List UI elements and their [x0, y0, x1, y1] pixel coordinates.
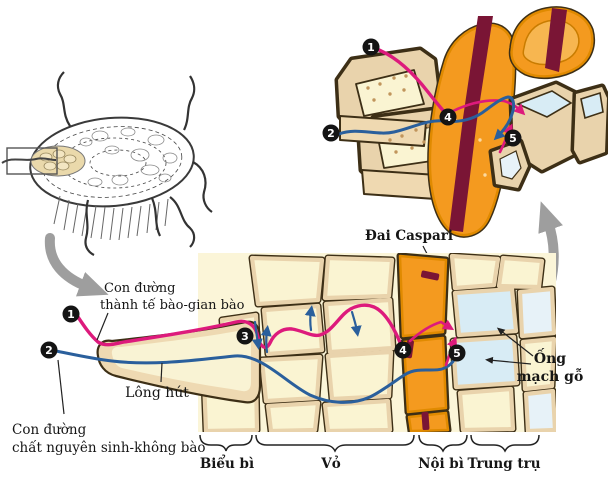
marker-4-3d: 4 — [439, 108, 457, 126]
marker-1-3d: 1 — [362, 38, 380, 56]
cross-section-cell-texture — [79, 127, 178, 187]
apoplast-path — [76, 303, 403, 349]
svg-text:mạch gỗ: mạch gỗ — [517, 367, 584, 385]
marker-2-3d: 2 — [322, 124, 340, 142]
xylem-label: Ống mạch gỗ — [485, 327, 584, 385]
svg-text:2: 2 — [45, 344, 53, 357]
zone-label-stele: Trung trụ — [467, 456, 540, 472]
lower-cross-section: 1 2 3 4 5 — [40, 253, 556, 432]
cell-3d-view: 1 2 4 5 — [322, 8, 608, 235]
svg-text:3: 3 — [241, 330, 249, 343]
svg-text:chất nguyên sinh-không bào: chất nguyên sinh-không bào — [12, 440, 206, 456]
svg-text:thành tế bào-gian bào: thành tế bào-gian bào — [100, 297, 245, 313]
marker-1-detail: 1 — [62, 305, 80, 323]
apoplast-arrow-3d-a — [451, 99, 526, 116]
root-hair-label: Lông hút — [125, 362, 189, 401]
symplast-label: Con đường chất nguyên sinh-không bào — [12, 359, 206, 456]
zone-labels: Biểu bì Vỏ Nội bì Trung trụ — [200, 456, 541, 472]
svg-text:Lông hút: Lông hút — [125, 385, 189, 401]
apoplast-label: Con đường thành tế bào-gian bào — [96, 281, 245, 341]
zone-brace-epidermis — [199, 434, 253, 452]
zone-label-endodermis: Nội bì — [418, 456, 464, 472]
zone-brace-endodermis — [418, 434, 468, 453]
svg-text:5: 5 — [453, 347, 461, 360]
svg-text:Ống: Ống — [534, 347, 566, 367]
zone-brace-stele — [470, 434, 540, 453]
root-hair-label-pointer — [160, 362, 163, 383]
zone-label-epidermis: Biểu bì — [200, 456, 254, 472]
marker-2-detail: 2 — [40, 341, 58, 359]
svg-text:5: 5 — [509, 132, 517, 145]
marker-3-detail: 3 — [236, 327, 254, 345]
apoplast-branch-arrows — [251, 305, 362, 354]
apoplast-label-pointer — [96, 312, 109, 341]
marker-4-detail: 4 — [394, 341, 412, 359]
xylem-label-pointer-b — [485, 356, 532, 365]
svg-text:Con đường: Con đường — [104, 281, 176, 296]
root-hairs-sketch — [53, 195, 169, 241]
xylem-cells-3d — [492, 84, 607, 188]
magnify-arrow — [44, 233, 109, 297]
zone-label-cortex: Vỏ — [320, 456, 340, 472]
marker-5-detail: 5 — [448, 344, 466, 362]
cytoplasm-dots — [366, 74, 430, 154]
casparian-strip-3d — [449, 8, 567, 232]
root-cross-section-inset — [1, 71, 213, 256]
apoplast-path-3d — [377, 48, 448, 116]
svg-text:Con đường: Con đường — [12, 422, 87, 438]
symplast-path — [54, 344, 463, 404]
zone-braces — [199, 434, 540, 453]
svg-text:1: 1 — [367, 41, 375, 54]
wavy-root-hairs — [56, 71, 213, 256]
svg-text:1: 1 — [67, 308, 75, 321]
casparian-strip-label: Đai Caspari — [365, 228, 453, 244]
svg-text:2: 2 — [327, 127, 335, 140]
svg-text:4: 4 — [444, 111, 452, 124]
symplast-label-pointer — [57, 359, 65, 415]
zone-brace-cortex — [255, 434, 415, 453]
svg-text:4: 4 — [399, 344, 407, 357]
marker-5-3d: 5 — [504, 129, 522, 147]
symplast-path-3d — [337, 95, 516, 141]
xylem-label-pointer-a — [496, 327, 534, 357]
